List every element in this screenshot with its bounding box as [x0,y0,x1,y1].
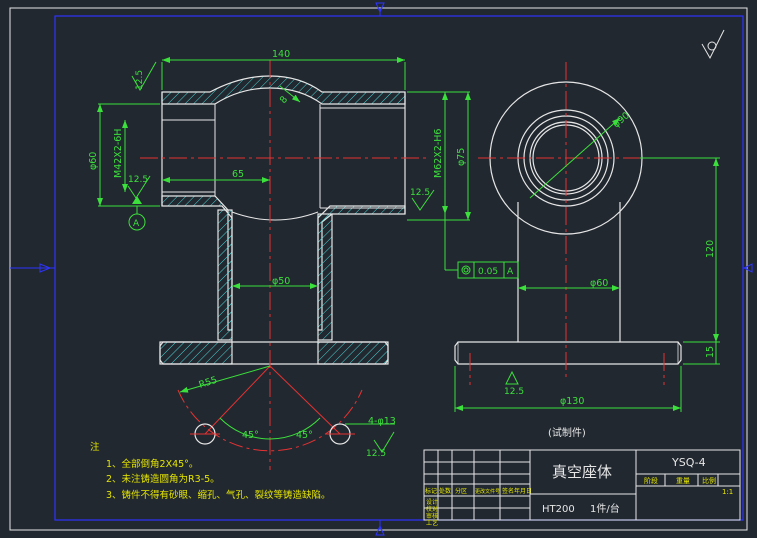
scale-value: 1:1 [722,488,733,496]
col-label-3: 分区 [455,487,467,495]
drawing-no: YSQ-4 [671,456,706,469]
roughness-text: 12.5 12.5 12.5 12.5 12.5 [128,70,524,459]
dim-r55: R55 [198,375,219,391]
dim-r8: 8 [278,94,290,106]
roughness-base: 12.5 [504,387,524,397]
stage-label-3: 比例 [702,476,716,485]
col-label-6: 年月日 [514,487,532,495]
title-block-text: 真空座体 YSQ-4 HT200 1件/台 1:1 阶段 重量 比例 标记 处数… [425,456,733,527]
dim-15: 15 [705,346,716,358]
datum-symbol: A [128,196,146,231]
front-dim-text: 140 8 φ75 M62X2-H6 M42X2-6H φ60 65 φ50 R… [88,49,467,441]
row-label-3: 审核 [426,512,438,520]
dim-phi50: φ50 [272,276,290,287]
dim-140: 140 [272,49,290,60]
material: HT200 [542,504,575,515]
view-caption: (试制件) [548,426,586,439]
stage-label-1: 阶段 [644,476,658,485]
note-3: 3、铸件不得有砂眼、缩孔、气孔、裂纹等铸造缺陷。 [106,489,331,501]
dim-phi90: φ90 [611,110,632,130]
overall-roughness [701,29,725,60]
hatch-base-left [159,341,233,365]
bolt-circle-arc [177,389,363,452]
col-label-2: 处数 [439,487,451,495]
dim-65: 65 [232,169,244,180]
roughness-holes: 12.5 [366,449,386,459]
side-view [454,81,682,365]
title-block [423,449,741,521]
base-plate-outline [159,341,389,365]
bolt-radius-left [204,365,271,435]
side-centerlines [469,62,665,385]
dim-m42: M42X2-6H [113,129,124,178]
inner-sphere-arc [231,211,319,221]
roughness-left: 12.5 [128,175,148,185]
roughness-top: 12.5 [135,70,145,90]
bolt-radius-right [269,365,341,435]
tolerance-datum: A [507,267,514,277]
center-triangle-right [742,263,753,273]
side-dim-text: φ90 φ60 120 15 φ130 [560,110,716,407]
datum-label: A [133,219,140,229]
row-label-2: 校对 [426,505,438,513]
tolerance-frame: 0.05 A [444,214,519,279]
row-label-1: 设计 [426,498,438,506]
dim-m62: M62X2-H6 [433,129,444,178]
side-base [454,341,682,365]
hatch-stem-right [317,213,333,341]
roughness-symbols [127,61,519,453]
hatch-stem-left [217,209,233,341]
stage-label-2: 重量 [676,477,690,485]
col-label-4: 更改文件号 [475,488,500,495]
tolerance-value: 0.05 [478,267,498,277]
part-name: 真空座体 [552,463,612,481]
row-label-4: 工艺 [426,519,438,527]
side-dimensions [454,117,720,412]
dim-phi130: φ130 [560,396,584,407]
angle-arc [219,417,321,440]
front-dimensions [97,57,471,425]
roughness-right: 12.5 [410,188,430,198]
dim-holes: 4-φ13 [368,416,396,427]
dim-phi75: φ75 [456,148,467,166]
notes-title: 注 [90,441,100,453]
dim-120: 120 [705,240,716,258]
dim-a45-right: 45° [296,430,313,441]
front-section-view [140,60,430,470]
dim-phi60: φ60 [88,152,99,170]
dim-a45-left: 45° [242,430,259,441]
quantity: 1件/台 [590,502,620,515]
col-label-5: 签名 [502,487,514,495]
center-triangle-bottom [375,524,385,536]
center-triangle-top [375,2,385,14]
note-2: 2、未注铸造圆角为R3-5。 [106,473,220,485]
hatch-base-right [317,341,389,365]
note-1: 1、全部倒角2X45°。 [106,458,198,470]
dim-phi60-side: φ60 [590,278,608,289]
notes-block: 注 1、全部倒角2X45°。 2、未注铸造圆角为R3-5。 3、铸件不得有砂眼、… [90,441,331,501]
col-label-1: 标记 [425,487,437,495]
center-triangle-left [39,263,52,273]
